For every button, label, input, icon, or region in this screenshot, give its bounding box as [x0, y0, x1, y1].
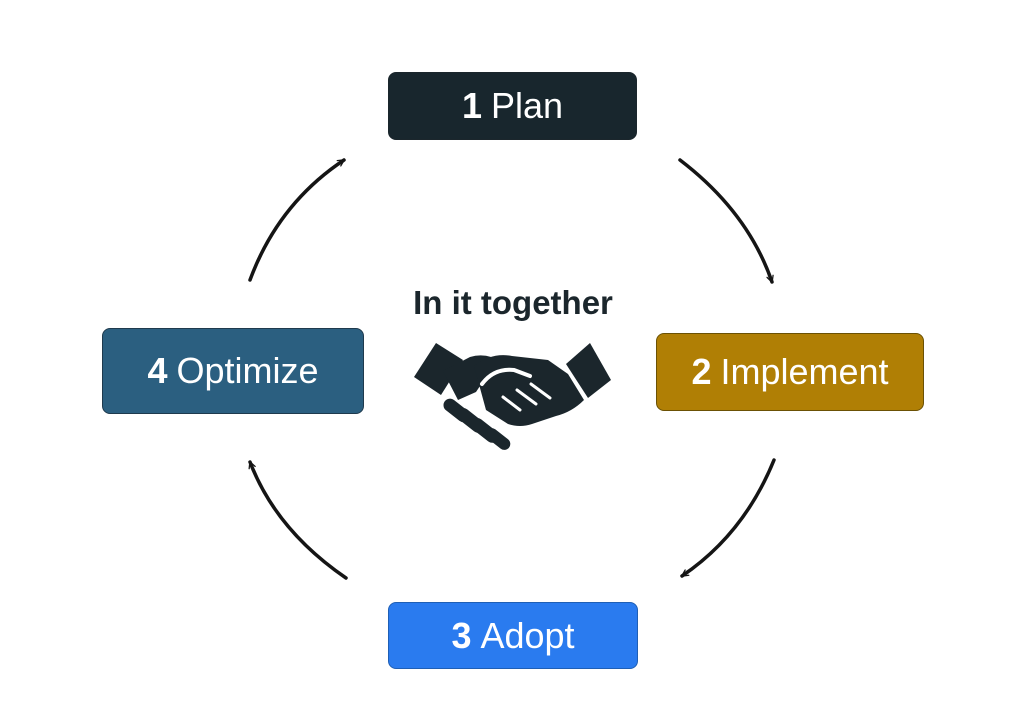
arrow-plan-to-implement: [678, 158, 774, 284]
step-number: 3: [451, 614, 472, 656]
step-label: Optimize: [176, 350, 319, 391]
step-number: 1: [461, 85, 482, 126]
step-label: Plan: [490, 85, 564, 126]
step-label: Implement: [720, 351, 889, 392]
step-plan: 1 Plan: [388, 72, 637, 140]
center-title: In it together: [413, 284, 613, 321]
step-optimize: 4 Optimize: [102, 328, 364, 414]
arrow-implement-to-adopt: [680, 458, 776, 578]
handshake-icon: [414, 343, 611, 450]
arrow-optimize-to-plan: [248, 158, 346, 282]
step-adopt: 3 Adopt: [388, 602, 638, 669]
arrow-adopt-to-optimize: [248, 460, 348, 580]
step-implement: 2 Implement: [656, 333, 924, 411]
step-label: Adopt: [480, 614, 575, 656]
step-number: 4: [147, 350, 168, 391]
step-number: 2: [691, 351, 712, 392]
